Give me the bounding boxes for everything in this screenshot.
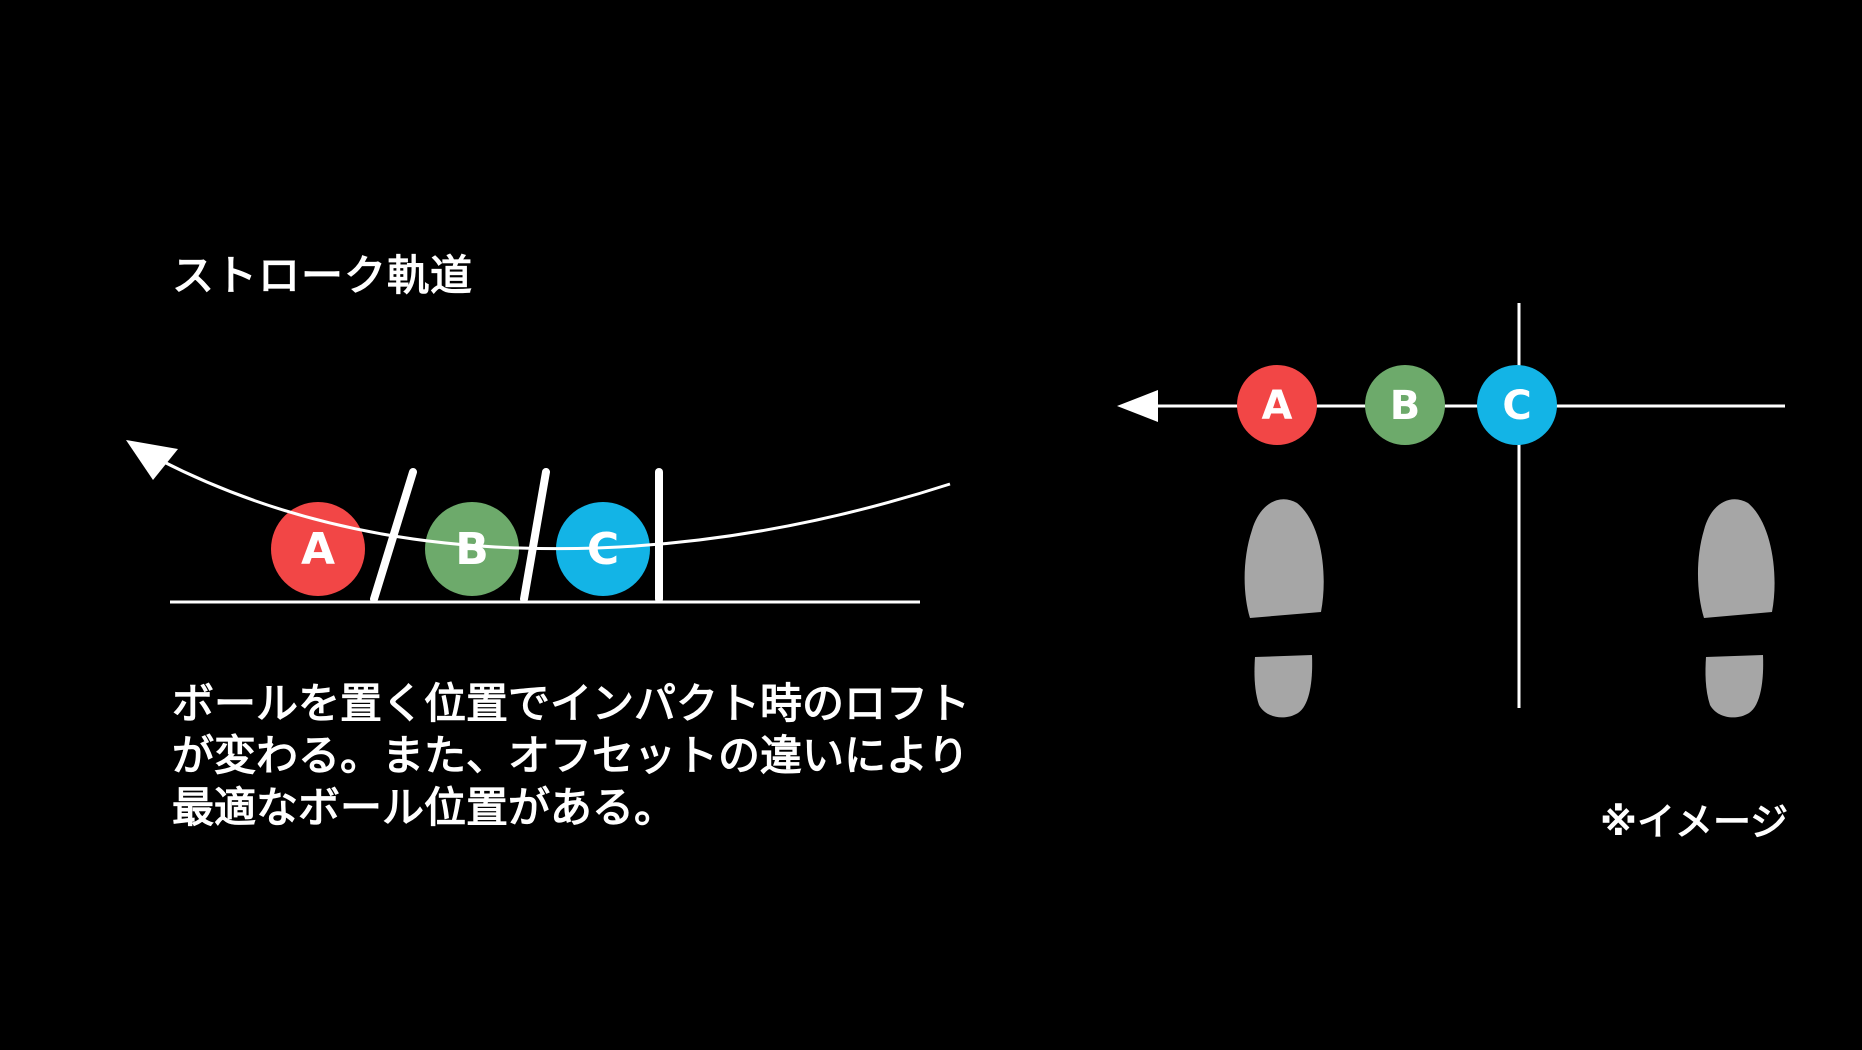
top-ball-b-label: B (1390, 383, 1421, 429)
putter-face-b (520, 468, 550, 603)
description: ボールを置く位置でインパクト時のロフト が変わる。また、オフセットの違いにより … (172, 678, 1002, 834)
top-ball-b: B (1365, 365, 1445, 445)
top-ball-a: A (1237, 365, 1317, 445)
side-ball-b-label: B (455, 524, 489, 575)
top-ball-a-label: A (1262, 383, 1293, 429)
left-footprint-icon (1244, 499, 1324, 718)
side-ball-a-label: A (301, 524, 335, 575)
image-note: ※イメージ (1600, 800, 1789, 844)
left-footprint-sole (1244, 499, 1324, 618)
side-ball-b: B (425, 502, 519, 596)
left-footprint-heel (1254, 655, 1313, 718)
right-footprint-heel (1705, 655, 1764, 718)
stroke-path-title: ストローク軌道 (172, 251, 474, 300)
side-ball-b-circle (425, 502, 519, 596)
top-ball-c: C (1477, 365, 1557, 445)
right-footprint-icon (1697, 499, 1775, 718)
right-footprint-sole (1697, 499, 1775, 618)
description-line-3: 最適なボール位置がある。 (172, 783, 677, 832)
top-ball-c-circle (1477, 365, 1557, 445)
top-ball-a-circle (1237, 365, 1317, 445)
top-ball-c-label: C (1502, 383, 1531, 429)
side-ball-a: A (271, 502, 365, 596)
stroke-arc (159, 458, 951, 551)
arc-arrowhead-icon (126, 440, 178, 480)
top-ball-b-circle (1365, 365, 1445, 445)
target-arrowhead-icon (1117, 390, 1158, 422)
description-line-2: が変わる。また、オフセットの違いにより (172, 731, 970, 780)
description-line-1: ボールを置く位置でインパクト時のロフト (172, 679, 971, 728)
